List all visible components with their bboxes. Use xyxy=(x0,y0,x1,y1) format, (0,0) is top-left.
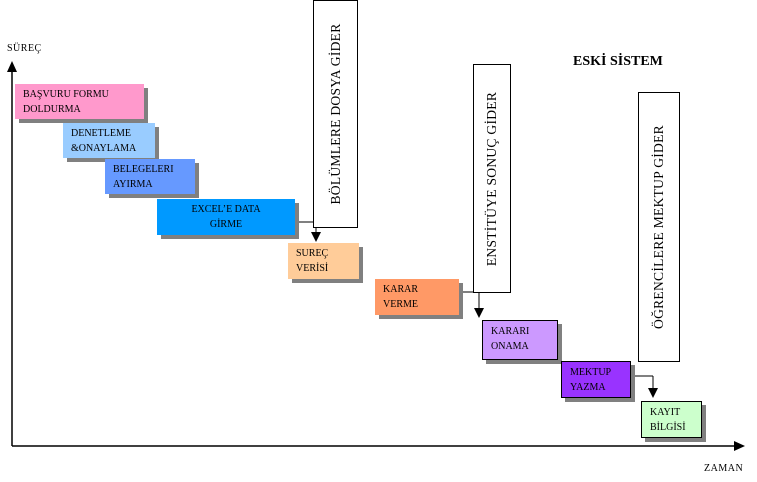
arrow-excel-surec xyxy=(311,232,321,242)
step-surec-verisi: SUREÇ VERİSİ xyxy=(288,243,359,279)
step-mektup-yazma: MEKTUP YAZMA xyxy=(561,361,631,398)
note-ogrencilere-mektup-gider: ÖĞRENCİLERE MEKTUP GİDER xyxy=(638,92,680,362)
diagram-title: ESKİ SİSTEM xyxy=(573,54,663,69)
step-denetleme-onaylama: DENETLEME &ONAYLAMA xyxy=(63,123,155,158)
step-excel-data-girme: EXCEL’E DATA GİRME xyxy=(157,199,295,235)
x-axis-arrow xyxy=(734,441,745,451)
note-bolumlere-dosya-gider: BÖLÜMLERE DOSYA GİDER xyxy=(313,0,358,228)
x-axis-label: ZAMAN xyxy=(704,463,744,474)
step-belgeleri-ayirma: BELEGELERI AYIRMA xyxy=(105,159,195,194)
note-enstituye-sonuc-gider: ENSTİTÜYE SONUÇ GİDER xyxy=(473,64,511,293)
y-axis-label: SÜREÇ xyxy=(7,43,42,54)
y-axis-arrow xyxy=(7,61,17,72)
step-karar-verme: KARAR VERME xyxy=(375,279,459,315)
arrow-mektup-kayit xyxy=(648,388,658,398)
step-karari-onama: KARARI ONAMA xyxy=(482,320,558,360)
step-basvuru-formu-doldurma: BAŞVURU FORMU DOLDURMA xyxy=(15,84,144,119)
step-kayit-bilgisi: KAYIT BİLGİSİ xyxy=(641,401,702,438)
arrow-karar-onama xyxy=(474,308,484,318)
